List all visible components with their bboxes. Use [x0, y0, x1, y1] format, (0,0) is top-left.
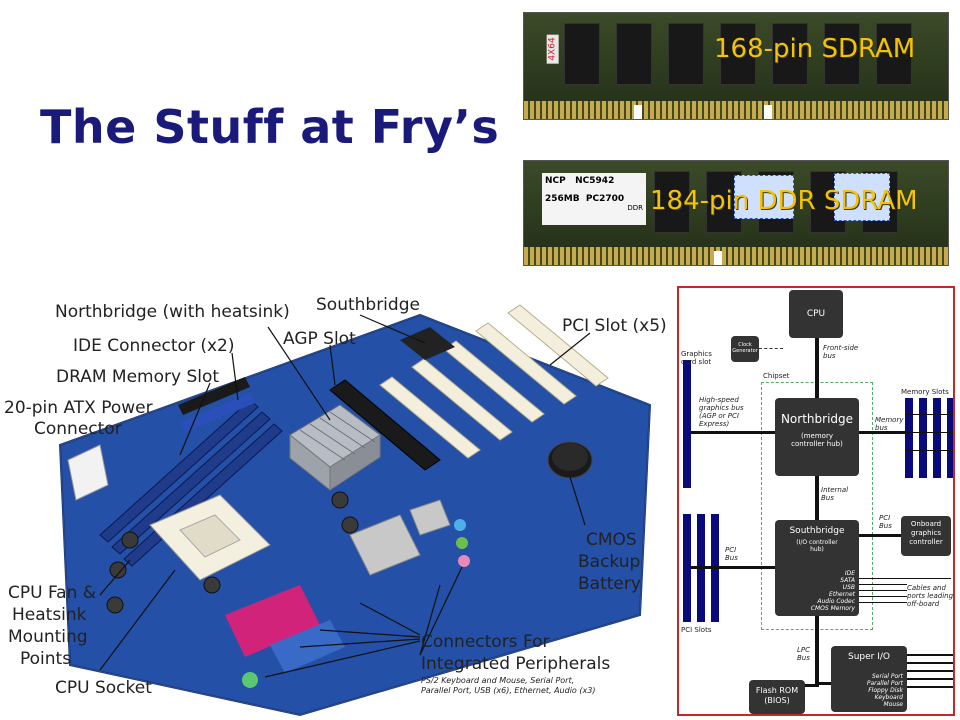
label-cpu-socket: CPU Socket [55, 678, 152, 698]
label-ide-connector: IDE Connector (x2) [73, 336, 235, 356]
label-atx-power-1: 20-pin ATX Power [4, 398, 153, 418]
cpu-box: CPU [789, 290, 843, 338]
label-peripherals-2: Integrated Peripherals [421, 654, 611, 674]
label-pci-slot: PCI Slot (x5) [562, 316, 667, 336]
pci-slots-label: PCI Slots [681, 626, 712, 634]
sdram-sticker: 4X64 [546, 34, 559, 64]
ddr-sticker: NCP NC5942 256MB PC2700 DDR [542, 173, 646, 225]
sdram-label: 168-pin SDRAM [714, 34, 916, 64]
label-cpu-fan-3: Mounting [8, 627, 88, 647]
slide-title: The Stuff at Fry’s [40, 100, 500, 154]
label-dram-slot: DRAM Memory Slot [56, 367, 220, 387]
memory-slot-4 [947, 398, 953, 478]
motherboard-image: Northbridge (with heatsink) Southbridge … [0, 285, 668, 720]
label-peripherals-sub-1: PS/2 Keyboard and Mouse, Serial Port, [421, 676, 575, 685]
chipset-label: Chipset [763, 372, 790, 380]
southbridge-box: Southbridge (I/O controller hub) IDE SAT… [775, 520, 859, 616]
sdram-module-image: 4X64 [523, 12, 949, 120]
motherboard-illustration [58, 304, 652, 717]
label-southbridge: Southbridge [316, 295, 420, 315]
label-cpu-fan-1: CPU Fan & [8, 583, 97, 603]
label-cpu-fan-2: Heatsink [12, 605, 87, 625]
memory-slots-label: Memory Slots [901, 388, 949, 396]
label-peripherals-sub-2: Parallel Port, USB (x6), Ethernet, Audio… [421, 686, 596, 695]
ddr-label: 184-pin DDR SDRAM [650, 186, 918, 216]
label-cpu-fan-4: Points [20, 649, 72, 669]
super-io-box: Super I/O Serial Port Parallel Port Flop… [831, 646, 907, 712]
graphics-card-slot [683, 360, 691, 488]
memory-slot-3 [933, 398, 941, 478]
label-northbridge: Northbridge (with heatsink) [55, 302, 290, 322]
flash-rom-box: Flash ROM(BIOS) [749, 680, 805, 714]
memory-slot-2 [919, 398, 927, 478]
memory-slot-1 [905, 398, 913, 478]
southbridge-interfaces: IDE SATA USB Ethernet Audio Codec CMOS M… [810, 570, 855, 612]
label-peripherals-1: Connectors For [421, 632, 550, 652]
label-cmos-2: Backup [578, 552, 641, 572]
northbridge-box: Northbridge (memory controller hub) [775, 398, 859, 476]
label-cmos-1: CMOS [586, 530, 637, 550]
pci-slot-1 [683, 514, 691, 622]
super-io-ports: Serial Port Parallel Port Floppy Disk Ke… [866, 673, 903, 708]
label-agp-slot: AGP Slot [283, 329, 356, 349]
ddr-module-image: NCP NC5942 256MB PC2700 DDR [523, 160, 949, 266]
label-atx-power-2: Connector [34, 419, 122, 439]
label-cmos-3: Battery [578, 574, 641, 594]
